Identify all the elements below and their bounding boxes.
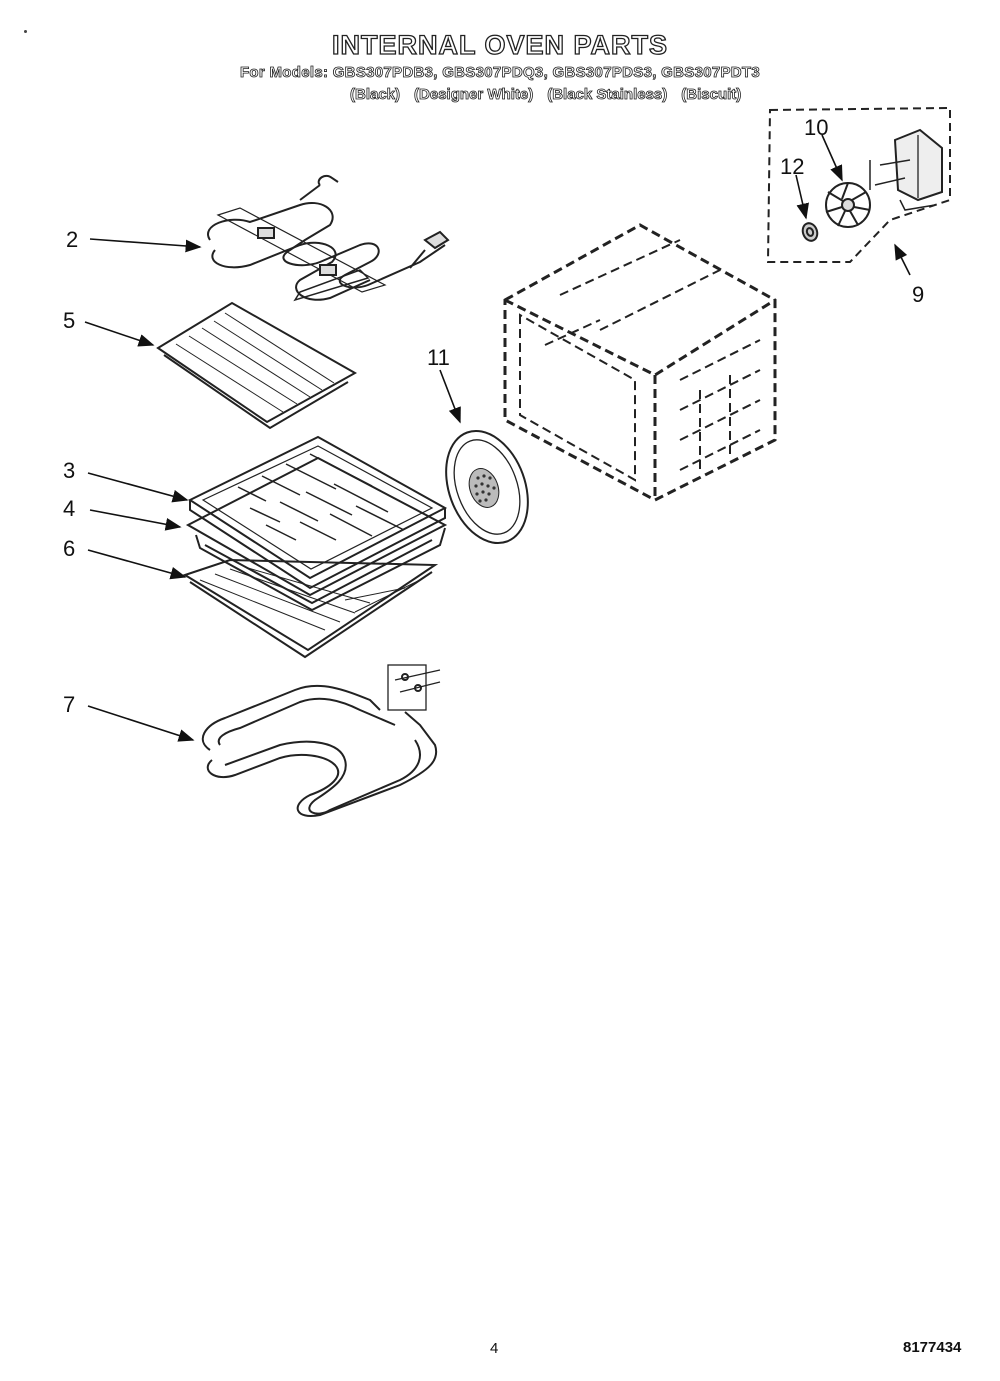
models-line: For Models: GBS307PDB3, GBS307PDQ3, GBS3… <box>239 64 761 82</box>
callout-4: 4 <box>63 496 76 521</box>
scan-speck <box>24 30 27 33</box>
convection-fan-cover <box>445 429 529 545</box>
bake-element <box>201 664 441 817</box>
variant-biscuit: (Biscuit) <box>681 86 742 104</box>
convection-fan-blade <box>825 182 871 228</box>
leader-arrow-12 <box>795 174 809 220</box>
leader-arrow-6 <box>87 549 187 580</box>
broiler-pan <box>185 456 448 612</box>
oven-cavity-outline <box>503 223 777 502</box>
leader-arrow-5 <box>84 321 155 347</box>
model-variants: (Black) (Designer White) (Black Stainless)… <box>350 86 755 104</box>
callout-5: 5 <box>63 308 76 333</box>
callout-7: 7 <box>63 692 76 717</box>
oven-rack <box>156 301 358 430</box>
leader-arrow-11 <box>439 369 461 424</box>
leader-arrow-7 <box>87 705 195 742</box>
callout-3: 3 <box>63 458 76 483</box>
leader-arrow-10 <box>821 134 843 182</box>
broiler-pan-grid <box>187 435 448 590</box>
callout-2: 2 <box>66 227 79 252</box>
variant-black-stainless: (Black Stainless) <box>547 86 668 104</box>
callout-9: 9 <box>912 282 925 307</box>
leader-arrow-4 <box>89 509 182 531</box>
leader-arrow-9 <box>894 243 911 276</box>
page-title: INTERNAL OVEN PARTS <box>331 29 669 60</box>
callout-6: 6 <box>63 536 76 561</box>
callout-11: 11 <box>427 345 450 370</box>
variant-black: (Black) <box>350 86 401 104</box>
leader-arrows <box>84 134 911 742</box>
leader-arrow-3 <box>87 472 189 503</box>
lower-rack <box>182 558 439 659</box>
callout-10: 10 <box>804 115 829 140</box>
callout-12: 12 <box>780 154 805 179</box>
leader-arrow-2 <box>89 238 202 253</box>
document-number: 8177434 <box>903 1339 962 1356</box>
fan-motor <box>869 128 943 211</box>
page-number: 4 <box>490 1340 499 1357</box>
fan-nut <box>801 222 819 242</box>
fan-assembly-group <box>766 106 951 263</box>
broil-element <box>207 174 450 302</box>
variant-designer-white: (Designer White) <box>414 86 534 104</box>
